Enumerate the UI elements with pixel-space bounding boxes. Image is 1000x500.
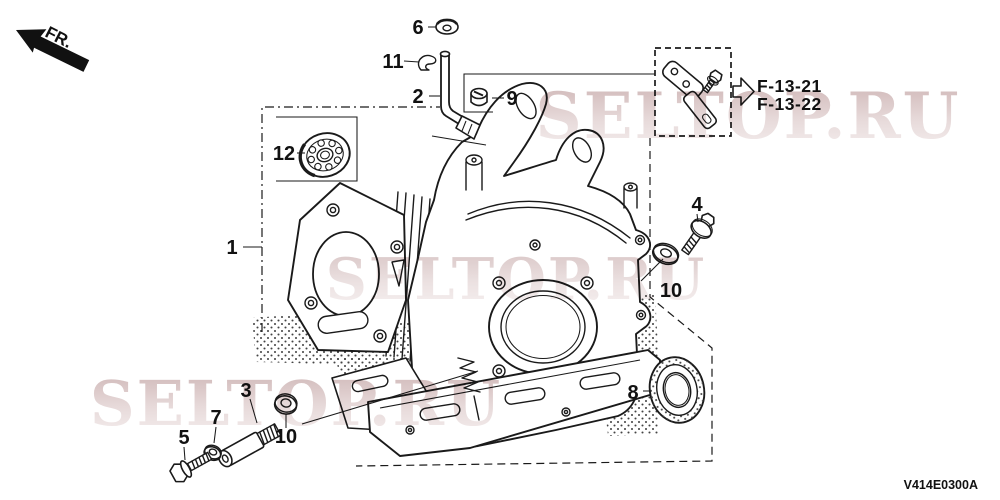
- bracket-part: [662, 60, 723, 130]
- cylinder-gasket: [287, 182, 407, 353]
- part-4-bolt: [681, 212, 715, 256]
- callout-5: 5: [178, 427, 189, 449]
- part-6-grommet: [435, 18, 459, 35]
- part-10-washer-upper: [652, 242, 680, 266]
- part-2-tube: [439, 50, 481, 140]
- part-8-oil-seal: [648, 356, 706, 424]
- fr-arrow-icon: [16, 29, 90, 72]
- bearing-callout-box: [276, 116, 358, 182]
- reference-links[interactable]: F-13-21 F-13-22: [757, 76, 822, 114]
- bracket-reference-box: [654, 47, 755, 137]
- callouts: 1 2 3 4 5 6 7 8 9 10 10 11 12: [178, 17, 703, 449]
- bracket-screw: [702, 69, 723, 94]
- leader-lines: [183, 26, 713, 467]
- part-5-bolt: [169, 451, 213, 483]
- ref-f-13-22[interactable]: F-13-22: [757, 94, 822, 114]
- ref-f-13-21[interactable]: F-13-21: [757, 76, 822, 96]
- part-10-washer-lower: [273, 393, 298, 415]
- callout-7: 7: [210, 407, 221, 429]
- part-9-cap-nut: [470, 87, 488, 107]
- callout-10-upper: 10: [660, 280, 682, 302]
- callout-8: 8: [627, 382, 638, 404]
- callout-3: 3: [240, 380, 251, 402]
- watermark-text: SELTOP.RU: [326, 246, 706, 313]
- diagram-code: V414E0300A: [904, 478, 978, 492]
- callout-9: 9: [506, 88, 517, 110]
- stud-boss: [465, 154, 638, 209]
- callout-1: 1: [226, 237, 237, 259]
- reference-arrow-icon: [732, 77, 755, 106]
- part-3-stud: [217, 423, 282, 468]
- callout-2: 2: [412, 86, 423, 108]
- watermark-text: SELTOP.RU: [536, 79, 961, 154]
- callout-11: 11: [382, 51, 403, 73]
- part-11-clip: [417, 54, 437, 71]
- crankcase-body: [401, 82, 652, 448]
- callout-4: 4: [691, 194, 703, 216]
- watermark: SELTOP.RU SELTOP.RU SELTOP.RU: [90, 79, 961, 440]
- callout-10-lower: 10: [275, 426, 297, 448]
- spring: [457, 357, 481, 421]
- callout-12: 12: [273, 143, 295, 165]
- engine-base: [331, 349, 661, 457]
- watermark-text: SELTOP.RU: [90, 367, 502, 440]
- callout-6: 6: [412, 17, 423, 39]
- part-12-bearing: [298, 132, 351, 178]
- fr-direction-indicator: FR.: [16, 23, 90, 72]
